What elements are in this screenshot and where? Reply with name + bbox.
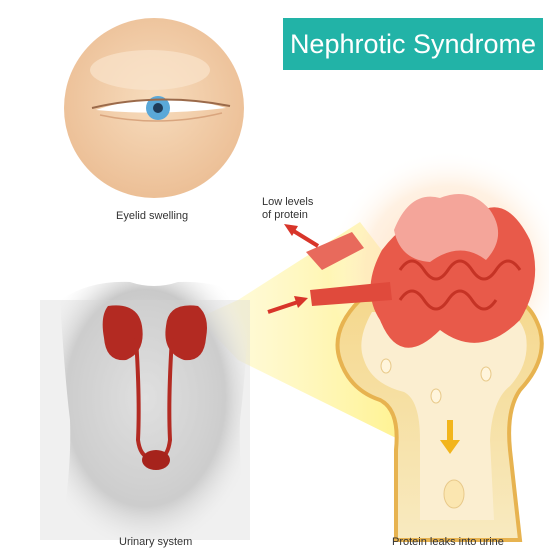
- nephron-illustration: [306, 150, 549, 540]
- page-title: Nephrotic Syndrome: [290, 29, 536, 60]
- caption-eyelid: Eyelid swelling: [116, 210, 188, 222]
- caption-low-protein: Low levels of protein: [262, 196, 332, 222]
- title-banner: Nephrotic Syndrome: [283, 18, 543, 70]
- caption-low-protein-line2: of protein: [262, 209, 332, 222]
- caption-urinary: Urinary system: [119, 536, 192, 548]
- urinary-system-illustration: [40, 282, 250, 540]
- eyelid-illustration: [64, 18, 244, 198]
- caption-low-protein-line1: Low levels: [262, 196, 332, 209]
- caption-protein-leak: Protein leaks into urine: [392, 536, 504, 548]
- arrow-out-icon: [284, 224, 318, 246]
